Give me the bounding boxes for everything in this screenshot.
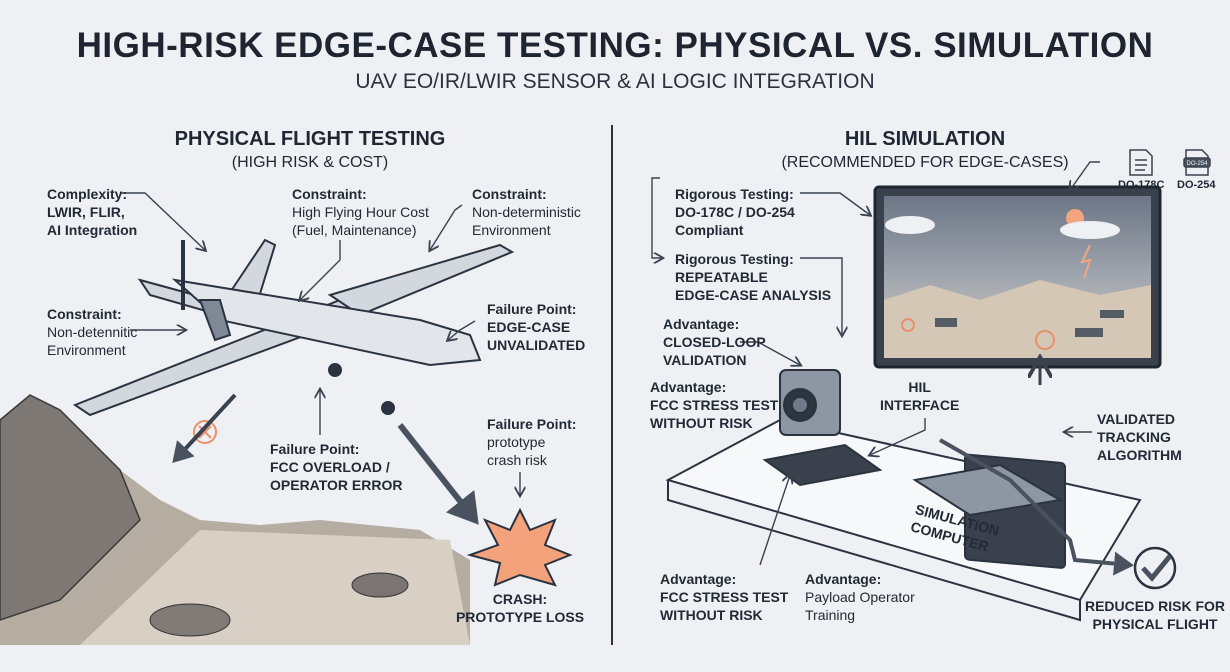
label-line: REDUCED RISK FOR	[1084, 598, 1225, 614]
label-line: Rigorous Testing:	[675, 251, 794, 267]
label-line: Rigorous Testing:	[675, 186, 794, 202]
label-line: REPEATABLE	[675, 269, 768, 285]
label-line: TRACKING	[1097, 429, 1171, 445]
camera-gimbal	[762, 369, 883, 487]
label-line: Compliant	[675, 222, 744, 238]
page-subtitle: UAV EO/IR/LWIR SENSOR & AI LOGIC INTEGRA…	[355, 70, 875, 93]
label-line: UNVALIDATED	[487, 337, 586, 353]
chip-label: DO-254	[1186, 161, 1208, 167]
laptop	[912, 395, 1066, 569]
label-line: Failure Point:	[487, 416, 577, 432]
label-line: LWIR, FLIR,	[47, 204, 125, 220]
hil-subheading: (RECOMMENDED FOR EDGE-CASES)	[781, 154, 1069, 171]
label-line: Constraint:	[47, 306, 122, 322]
label-line: INTERFACE	[880, 397, 960, 413]
label-line: PHYSICAL FLIGHT	[1092, 616, 1218, 632]
label-line: Non-deterministic	[472, 204, 581, 220]
label-line: Complexity:	[47, 186, 128, 202]
physical-heading: PHYSICAL FLIGHT TESTING	[174, 128, 446, 150]
drone	[72, 238, 515, 417]
label-line: VALIDATED	[1097, 411, 1176, 427]
label-reduced-risk: REDUCED RISK FOR PHYSICAL FLIGHT	[1080, 597, 1230, 633]
label-tracking: VALIDATED TRACKING ALGORITHM	[1097, 410, 1182, 464]
check-icon	[1133, 546, 1177, 590]
label-line: WITHOUT RISK	[660, 607, 763, 623]
label-line: CRASH:	[492, 591, 548, 607]
label-fcc-stress-top: Advantage: FCC STRESS TEST WITHOUT RISK	[650, 378, 778, 432]
label-line: AI Integration	[47, 222, 138, 238]
label-line: CLOSED-LOOP	[663, 334, 766, 350]
label-crash: CRASH: PROTOTYPE LOSS	[450, 590, 590, 626]
label-line: DO-178C / DO-254	[675, 204, 795, 220]
label-line: Constraint:	[472, 186, 547, 202]
label-line: prototype	[487, 434, 546, 450]
label-line: EDGE-CASE	[487, 319, 571, 335]
label-line: Non-detennitic	[47, 324, 138, 340]
terrain	[0, 394, 470, 645]
label-line: FCC OVERLOAD /	[270, 459, 390, 475]
doc-label-do254: DO-254	[1177, 179, 1216, 191]
label-closed-loop: Advantage: CLOSED-LOOP VALIDATION	[663, 315, 766, 369]
label-rigorous-repeatable: Rigorous Testing: REPEATABLE EDGE-CASE ANA…	[675, 250, 831, 304]
label-line: Advantage:	[663, 316, 740, 332]
label-line: Advantage:	[660, 571, 737, 587]
label-line: EDGE-CASE ANALYSIS	[675, 287, 832, 303]
label-line: WITHOUT RISK	[650, 415, 753, 431]
label-line: Environment	[47, 342, 126, 358]
label-line: FCC STRESS TEST	[650, 397, 779, 413]
physical-subheading: (HIGH RISK & COST)	[231, 154, 389, 171]
label-line: OPERATOR ERROR	[270, 477, 403, 493]
crash-burst-icon	[466, 507, 573, 587]
label-line: crash risk	[487, 452, 547, 468]
label-hil-interface: HIL INTERFACE	[880, 378, 959, 414]
label-line: High Flying Hour Cost	[292, 204, 429, 220]
label-line: Constraint:	[292, 186, 367, 202]
label-complexity: Complexity: LWIR, FLIR, AI Integration	[47, 185, 137, 239]
label-line: Failure Point:	[487, 301, 577, 317]
label-line: ALGORITHM	[1097, 447, 1182, 463]
label-fcc-stress-bottom: Advantage: FCC STRESS TEST WITHOUT RISK	[660, 570, 788, 624]
chip-document-icon	[1183, 149, 1211, 176]
label-line: Advantage:	[650, 379, 727, 395]
label-line: Failure Point:	[270, 441, 360, 457]
label-line: HIL	[908, 379, 931, 395]
label-line: FCC STRESS TEST	[660, 589, 789, 605]
label-line: PROTOTYPE LOSS	[455, 609, 585, 625]
label-line: Training	[805, 607, 856, 623]
document-icon	[1129, 149, 1153, 176]
label-line: Advantage:	[805, 571, 882, 587]
label-line: Payload Operator	[805, 589, 915, 605]
label-cost: Constraint: High Flying Hour Cost (Fuel, M…	[292, 185, 429, 239]
label-line: (Fuel, Maintenance)	[292, 222, 417, 238]
label-line: VALIDATION	[663, 352, 747, 368]
page-title: HIGH-RISK EDGE-CASE TESTING: PHYSICAL VS…	[76, 26, 1154, 65]
no-icon	[193, 420, 217, 444]
doc-label-do178c: DO-178C	[1118, 179, 1165, 191]
label-crash-risk: Failure Point: prototype crash risk	[487, 415, 576, 469]
label-edge-case: Failure Point: EDGE-CASE UNVALIDATED	[487, 300, 585, 354]
label-fcc-overload: Failure Point: FCC OVERLOAD / OPERATOR ERR…	[270, 440, 403, 494]
hil-heading: HIL SIMULATION	[844, 128, 1006, 150]
simulation-monitor	[873, 185, 1162, 385]
label-line: Environment	[472, 222, 551, 238]
